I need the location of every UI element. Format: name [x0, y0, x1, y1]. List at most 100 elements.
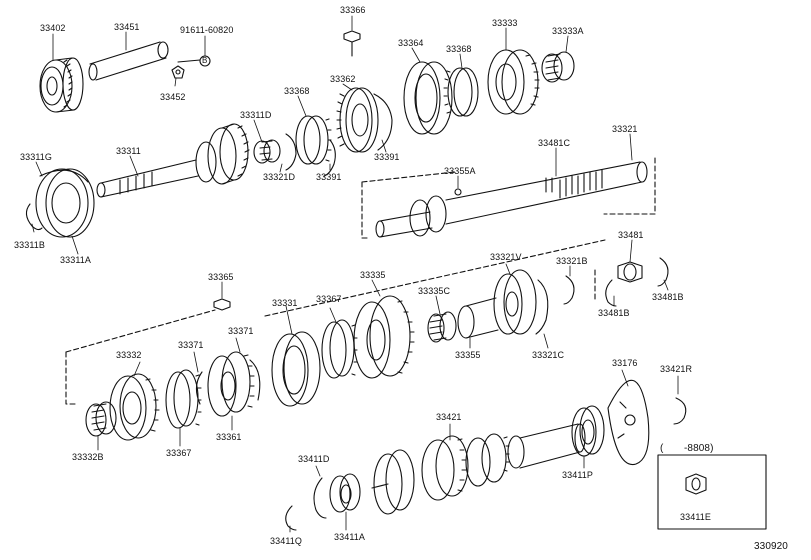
label-33355A: 33355A — [444, 166, 476, 176]
nut-33481 — [617, 261, 643, 283]
label-33321B: 33321B — [556, 256, 588, 266]
countershaft-box — [65, 239, 606, 405]
bearing-33335C — [427, 311, 457, 343]
variant-open-paren: ( — [660, 443, 664, 454]
ring-33321B — [563, 275, 575, 305]
gear-33331 — [271, 331, 321, 407]
label-33481B-right: 33481B — [652, 292, 684, 302]
ring-33368a — [443, 67, 479, 117]
label-33411D: 33411D — [298, 454, 330, 464]
bearing-33332B — [85, 401, 117, 437]
label-33333: 33333 — [492, 18, 518, 28]
label-33311D: 33311D — [240, 110, 272, 120]
ring-33391a — [373, 93, 393, 151]
label-33364: 33364 — [398, 38, 424, 48]
label-33391-upper: 33391 — [374, 152, 400, 162]
ring-33411Q — [285, 505, 297, 531]
label-33332B: 33332B — [72, 452, 104, 462]
label-33355: 33355 — [455, 350, 481, 360]
label-33311B: 33311B — [14, 240, 45, 250]
sleeve-33451 — [88, 41, 169, 81]
label-33176: 33176 — [612, 358, 638, 368]
ring-33321D — [285, 133, 297, 171]
hub-33361 — [207, 351, 255, 417]
spacer-33355 — [457, 297, 499, 339]
label-33361: 33361 — [216, 432, 242, 442]
hub-33362 — [336, 87, 379, 153]
pin-33452 — [171, 65, 185, 79]
label-33335C: 33335C — [418, 286, 451, 296]
label-33411Q: 33411Q — [270, 536, 302, 546]
label-33362: 33362 — [330, 74, 356, 84]
bearing-33402 — [39, 57, 84, 113]
bearing-33411A — [329, 473, 361, 513]
label-33368-mid: 33368 — [284, 86, 310, 96]
gear-33321V — [493, 269, 537, 335]
label-33368-top: 33368 — [446, 44, 472, 54]
ring-33421R — [673, 397, 687, 425]
label-33367-mid: 33367 — [316, 294, 342, 304]
ring-33371b — [249, 359, 261, 401]
ring-33321C — [535, 279, 549, 335]
label-33321V: 33321V — [490, 252, 522, 262]
ring-33391b — [323, 139, 336, 177]
variant-note: -8808) — [684, 443, 714, 454]
label-33391-lower: 33391 — [316, 172, 342, 182]
output-shaft-box — [361, 157, 656, 239]
label-33481C: 33481C — [538, 138, 571, 148]
bearing-33311A — [35, 168, 95, 238]
label-33411E: 33411E — [680, 512, 711, 522]
label-33421R: 33421R — [660, 364, 693, 374]
gear-33333 — [487, 49, 540, 115]
label-33451: 33451 — [114, 22, 140, 32]
label-33452: 33452 — [160, 92, 186, 102]
bearing-33311D — [253, 139, 281, 164]
label-33311: 33311 — [116, 146, 141, 156]
key-33365 — [213, 298, 231, 311]
leader-lines — [31, 15, 679, 533]
label-33321: 33321 — [612, 124, 638, 134]
ring-33371a — [195, 371, 203, 405]
diagram-id: 330920 — [754, 541, 788, 552]
label-33321D: 33321D — [263, 172, 296, 182]
label-33402: 33402 — [40, 23, 66, 33]
label-33333A: 33333A — [552, 26, 584, 36]
label-33411P: 33411P — [562, 470, 593, 480]
gear-33335 — [353, 295, 415, 379]
label-33481: 33481 — [618, 230, 644, 240]
label-33332: 33332 — [116, 350, 142, 360]
label-33421: 33421 — [436, 412, 462, 422]
label-33311A: 33311A — [60, 255, 91, 265]
label-33481B-left: 33481B — [598, 308, 630, 318]
label-33331: 33331 — [272, 298, 298, 308]
label-33411A: 33411A — [334, 532, 365, 542]
bearing-33333A — [541, 51, 575, 83]
plate-33176 — [607, 379, 650, 466]
ring-33368b — [295, 115, 332, 165]
label-33371-left: 33371 — [178, 340, 204, 350]
key-33366 — [343, 30, 361, 57]
ring-33481B-left — [605, 279, 617, 307]
label-33367-bottom: 33367 — [166, 448, 192, 458]
label-b-marker: B — [202, 56, 208, 65]
ring-33411D — [313, 477, 327, 519]
ring-33367b — [165, 369, 202, 429]
ring-33367a — [321, 319, 358, 379]
ring-33311G — [39, 169, 89, 183]
inset-box-33411E — [657, 454, 767, 530]
label-33365: 33365 — [208, 272, 234, 282]
output-shaft-33321 — [375, 161, 648, 238]
label-91611-60820: 91611-60820 — [180, 25, 234, 35]
sleeve-33364 — [403, 61, 453, 135]
ring-33481B-right — [657, 257, 669, 287]
label-33311G: 33311G — [20, 152, 52, 162]
label-33366: 33366 — [340, 5, 366, 15]
ring-33311B — [25, 203, 43, 231]
countershaft-33421 — [371, 423, 586, 515]
input-shaft-33311 — [96, 123, 250, 198]
label-33321C: 33321C — [532, 350, 565, 360]
label-33335: 33335 — [360, 270, 386, 280]
gear-33332 — [109, 373, 160, 441]
